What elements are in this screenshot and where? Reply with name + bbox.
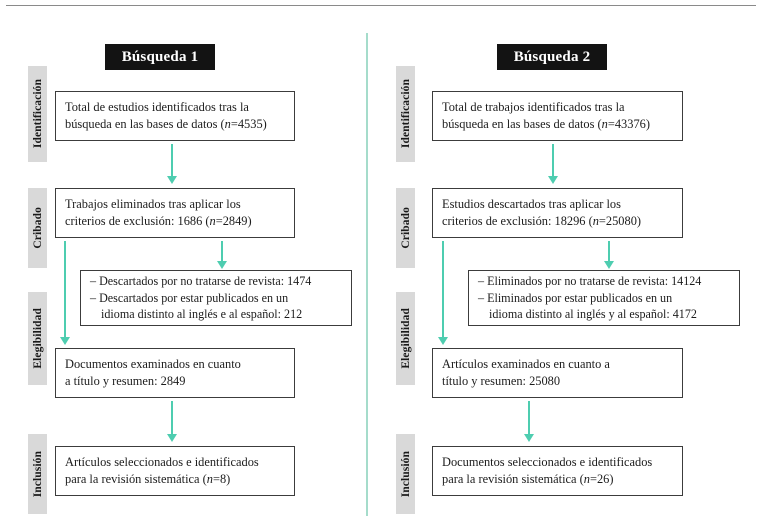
box-exclusions-col1-item1: – Descartados por no tratarse de revista… (90, 274, 312, 289)
box-identification-col2-line1: Total de trabajos identificados tras la (442, 100, 625, 114)
arrow-identification-to-screening-col2 (546, 144, 560, 184)
box-inclusion-col1: Artículos seleccionados e identificados … (55, 446, 295, 496)
stage-label-cribado-col2: Cribado (396, 188, 415, 268)
arrow-screening-to-eligibility-col1 (58, 241, 72, 345)
box-inclusion-col2-line2-pre: para la revisión sistemática ( (442, 472, 584, 486)
box-identification-col1-n: n (224, 117, 231, 131)
box-screening-col2-line2-pre: criterios de exclusión: 18296 ( (442, 214, 593, 228)
search-2-title-badge: Búsqueda 2 (497, 44, 607, 70)
box-inclusion-col1-line1: Artículos seleccionados e identificados (65, 455, 259, 469)
box-identification-col2-line2-pre: búsqueda en las bases de datos ( (442, 117, 602, 131)
box-screening-col2-line1: Estudios descartados tras aplicar los (442, 197, 621, 211)
search-2-title-text: Búsqueda 2 (513, 49, 591, 65)
box-exclusions-col2-item2-cont: idioma distinto al inglés y al español: … (489, 307, 697, 322)
stage-label-inclusion-col2: Inclusión (396, 434, 415, 514)
column-divider-line (366, 33, 368, 516)
box-exclusions-col1-item2: – Descartados por estar publicados en un (90, 290, 289, 305)
box-exclusions-col2-item1: – Eliminados por no tratarse de revista:… (478, 274, 702, 289)
box-inclusion-col2: Documentos seleccionados e identificados… (432, 446, 683, 496)
box-eligibility-col1-line1: Documentos examinados en cuanto (65, 357, 241, 371)
stage-label-elegibilidad-col1: Elegibilidad (28, 292, 47, 385)
search-1-title-text: Búsqueda 1 (121, 49, 199, 65)
stage-label-inclusion-col1: Inclusión (28, 434, 47, 514)
box-eligibility-col2-line2: título y resumen: 25080 (442, 374, 561, 388)
box-exclusions-col1-item2-cont: idioma distinto al inglés e al español: … (101, 307, 303, 322)
box-screening-col1-line1: Trabajos eliminados tras aplicar los (65, 197, 241, 211)
box-exclusions-col2-item2: – Eliminados por estar publicados en un (478, 290, 673, 305)
arrow-eligibility-to-inclusion-col2 (522, 401, 536, 442)
box-identification-col2-line2-post: =43376) (607, 117, 650, 131)
box-inclusion-col2-line2-post: =26) (589, 472, 614, 486)
arrow-screening-to-exclusions-col1 (215, 241, 229, 269)
arrow-screening-to-eligibility-col2 (436, 241, 450, 345)
box-identification-col2: Total de trabajos identificados tras la … (432, 91, 683, 141)
box-eligibility-col1-line2: a título y resumen: 2849 (65, 374, 186, 388)
box-inclusion-col1-line2-pre: para la revisión sistemática ( (65, 472, 207, 486)
box-identification-col2-n: n (601, 117, 608, 131)
stage-label-identificacion-col1: Identificación (28, 66, 47, 162)
top-divider-rule (6, 5, 756, 6)
box-identification-col1-line1: Total de estudios identificados tras la (65, 100, 249, 114)
box-inclusion-col2-line1: Documentos seleccionados e identificados (442, 455, 653, 469)
stage-label-cribado-col1: Cribado (28, 188, 47, 268)
box-screening-col2-line2-post: =25080) (598, 214, 642, 228)
stage-label-elegibilidad-col2: Elegibilidad (396, 292, 415, 385)
box-exclusions-col2: – Eliminados por no tratarse de revista:… (468, 270, 740, 326)
box-screening-col2-n: n (592, 214, 599, 228)
box-identification-col1-line2-pre: búsqueda en las bases de datos ( (65, 117, 225, 131)
box-eligibility-col2: Artículos examinados en cuanto a título … (432, 348, 683, 398)
box-screening-col1-line2-post: =2849) (215, 214, 252, 228)
box-screening-col2: Estudios descartados tras aplicar los cr… (432, 188, 683, 238)
box-inclusion-col2-n: n (583, 472, 590, 486)
box-eligibility-col2-line1: Artículos examinados en cuanto a (442, 357, 610, 371)
arrow-eligibility-to-inclusion-col1 (165, 401, 179, 442)
box-screening-col1-n: n (209, 214, 216, 228)
box-identification-col1-line2-post: =4535) (230, 117, 267, 131)
box-exclusions-col1: – Descartados por no tratarse de revista… (80, 270, 352, 326)
box-inclusion-col1-line2-post: =8) (212, 472, 231, 486)
box-eligibility-col1: Documentos examinados en cuanto a título… (55, 348, 295, 398)
box-inclusion-col1-n: n (206, 472, 213, 486)
search-1-title-badge: Búsqueda 1 (105, 44, 215, 70)
box-screening-col1: Trabajos eliminados tras aplicar los cri… (55, 188, 295, 238)
box-identification-col1: Total de estudios identificados tras la … (55, 91, 295, 141)
box-screening-col1-line2-pre: criterios de exclusión: 1686 ( (65, 214, 210, 228)
arrow-identification-to-screening-col1 (165, 144, 179, 184)
stage-label-identificacion-col2: Identificación (396, 66, 415, 162)
arrow-screening-to-exclusions-col2 (602, 241, 616, 269)
